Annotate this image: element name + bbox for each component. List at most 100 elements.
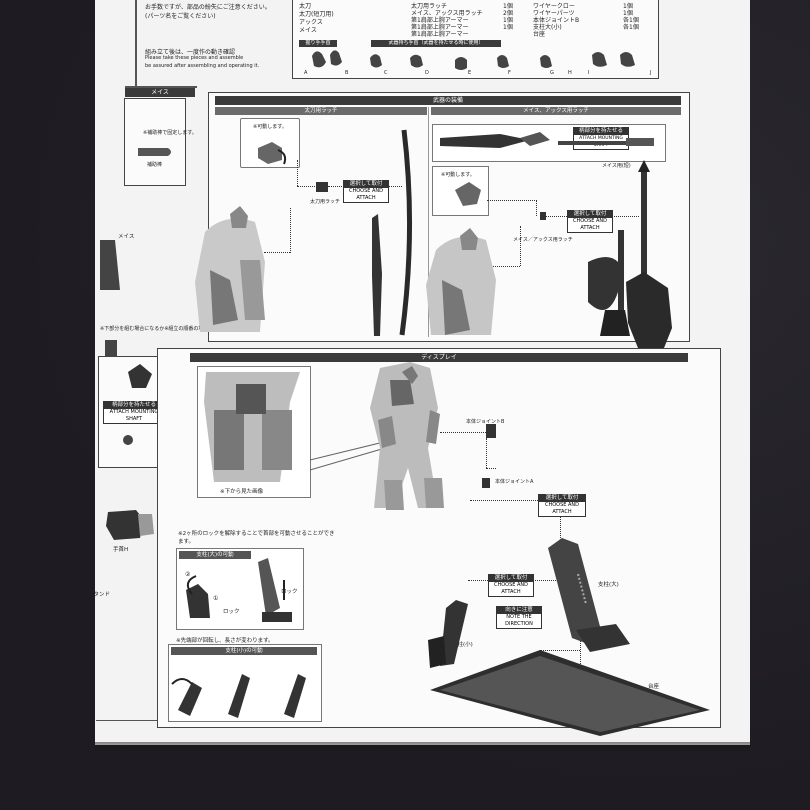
mounting-tag: 柄部分を持たせる ATTACH MOUNTING SHAFT	[103, 401, 165, 424]
mace-dotline-4	[611, 216, 639, 217]
tachi-dotline-5	[290, 208, 291, 253]
svg-text:H: H	[568, 70, 572, 76]
parts-item: メイス	[299, 27, 317, 34]
mace-dotline-5	[520, 226, 521, 266]
display-dotline-4	[470, 500, 538, 501]
mace-dotline-2	[536, 200, 537, 216]
mace-dotline-6	[493, 266, 520, 267]
mace-dotline-1	[487, 200, 537, 201]
parts-item: 第1肩部上腕アーマー	[411, 17, 469, 24]
parts-list-panel: 太刀 太刀(短刀用) アックス メイス 太刀用ラッチ メイス、アックス用ラッチ …	[292, 0, 659, 44]
top-note-5: be assured after assembling and operatin…	[145, 63, 260, 69]
parts-item: 第1肩部上腕アーマー	[411, 24, 469, 31]
stand-dotline-5	[580, 640, 581, 676]
lock-label-2: ロック	[281, 589, 298, 595]
lock-num-1: ①	[213, 595, 219, 602]
display-dotline-1	[440, 432, 486, 433]
display-choose-tag: 選択して取付 CHOOSE AND ATTACH	[538, 494, 586, 517]
pillar-small-sub: 支柱(小)の可動	[171, 647, 317, 655]
left-strip-box-1: ※補助棒で固定します。 補助棒	[124, 98, 197, 186]
top-left-border	[135, 0, 137, 86]
svg-text:B: B	[345, 70, 349, 76]
tachi-choose-tag: 選択して取付 CHOOSE AND ATTACH	[343, 180, 389, 203]
stand-dotline-2	[532, 580, 562, 581]
top-note-4: Please take these pieces and assemble	[145, 55, 244, 61]
parts-item: 台座	[533, 31, 546, 38]
joint-b-label: 本体ジョイントB	[466, 419, 505, 425]
tachi-dotline-1	[297, 186, 317, 187]
parts-item: 太刀(短刀用)	[299, 11, 334, 18]
display-dotline-5	[560, 516, 561, 540]
tachi-dotline-2	[297, 160, 298, 186]
svg-text:C: C	[384, 70, 388, 76]
display-title: ディスプレイ	[190, 353, 688, 362]
stand-dotline-4	[540, 650, 580, 651]
top-note-2: (パーツ名をご覧ください)	[145, 13, 216, 20]
svg-text:G: G	[550, 70, 554, 76]
tachi-latch-label: 太刀用ラッチ	[310, 199, 341, 205]
parts-item: アックス	[299, 19, 323, 26]
parts-item: 本体ジョイントB	[533, 17, 580, 24]
svg-text:D: D	[425, 70, 429, 76]
base-label: 台座	[648, 684, 660, 690]
mace-latch-header: メイス、アックス用ラッチ	[431, 107, 681, 115]
parts-item: ワイヤーパーツ	[533, 10, 575, 17]
pillar-small-label: 支柱(小)	[452, 642, 473, 648]
tachi-latch-header: 太刀用ラッチ	[215, 107, 427, 115]
stand-choose-tag: 選択して取付 CHOOSE AND ATTACH	[488, 574, 534, 597]
svg-text:E: E	[468, 70, 471, 76]
lock-num-2: ②	[185, 571, 191, 578]
tachi-dotline-3	[328, 186, 344, 187]
parts-qty: 各1個	[623, 17, 639, 24]
parts-item: 第1肩部上腕アーマー	[411, 31, 469, 38]
left-strip-border	[125, 86, 197, 88]
left-bottom-border	[96, 720, 161, 722]
rotate-note: ※先端部が回転し、長さが変わります。	[176, 638, 274, 644]
left-strip-text2: メイス	[118, 234, 135, 240]
left-strip-note2: ※下部分を組む場合になるか※組立の順番の場合STAGEで	[100, 326, 230, 332]
parts-qty: 1個	[503, 17, 513, 24]
parts-item: 太刀	[299, 3, 312, 10]
underside-caption: ※下から見た画像	[220, 489, 264, 495]
parts-qty: 2個	[503, 10, 513, 17]
display-dotline-2	[486, 438, 487, 468]
tachi-dotline-6	[264, 252, 290, 253]
sheet-shadow	[95, 742, 750, 754]
parts-item: 支柱大(小)	[533, 24, 562, 31]
svg-text:A: A	[304, 70, 308, 76]
pillar-large-sub: 支柱(大)の可動	[179, 551, 251, 559]
hand-label-a: 握り手手首	[299, 40, 337, 47]
mace-dotline-3	[546, 216, 567, 217]
stand-dotline-1	[468, 580, 488, 581]
note-direction-tag: 向きに注意 NOTE THE DIRECTION	[496, 606, 542, 629]
parts-qty: 各1個	[623, 24, 639, 31]
left-side-label: スタンド	[88, 592, 111, 598]
hand-h-label: 手首H	[113, 547, 129, 553]
lock-note: ※2ヶ所のロックを解除することで首部を可動させることができます。	[178, 531, 335, 545]
tachi-dotline-4	[387, 186, 402, 187]
lock-label-1: ロック	[223, 609, 240, 615]
mace-latch-label: メイス／アックス用ラッチ	[513, 237, 573, 243]
weapons-title: 武器の装備	[215, 96, 681, 105]
top-note-1: お手数ですが、部品の紛失にご注意ください。	[145, 4, 271, 11]
weapons-divider	[428, 107, 429, 337]
joint-a-label: 本体ジョイントA	[495, 479, 534, 485]
parts-qty: 1個	[503, 24, 513, 31]
svg-text:F: F	[508, 70, 511, 76]
mace-short-label: メイス用(短)	[602, 163, 631, 169]
parts-qty: 1個	[623, 3, 633, 10]
parts-item: 太刀用ラッチ	[411, 3, 448, 10]
svg-text:J: J	[649, 70, 651, 76]
parts-item: メイス、アックス用ラッチ	[411, 10, 483, 17]
display-dotline-3	[486, 468, 496, 469]
left-strip-text1: 補助棒	[147, 162, 163, 168]
svg-text:I: I	[588, 70, 589, 76]
